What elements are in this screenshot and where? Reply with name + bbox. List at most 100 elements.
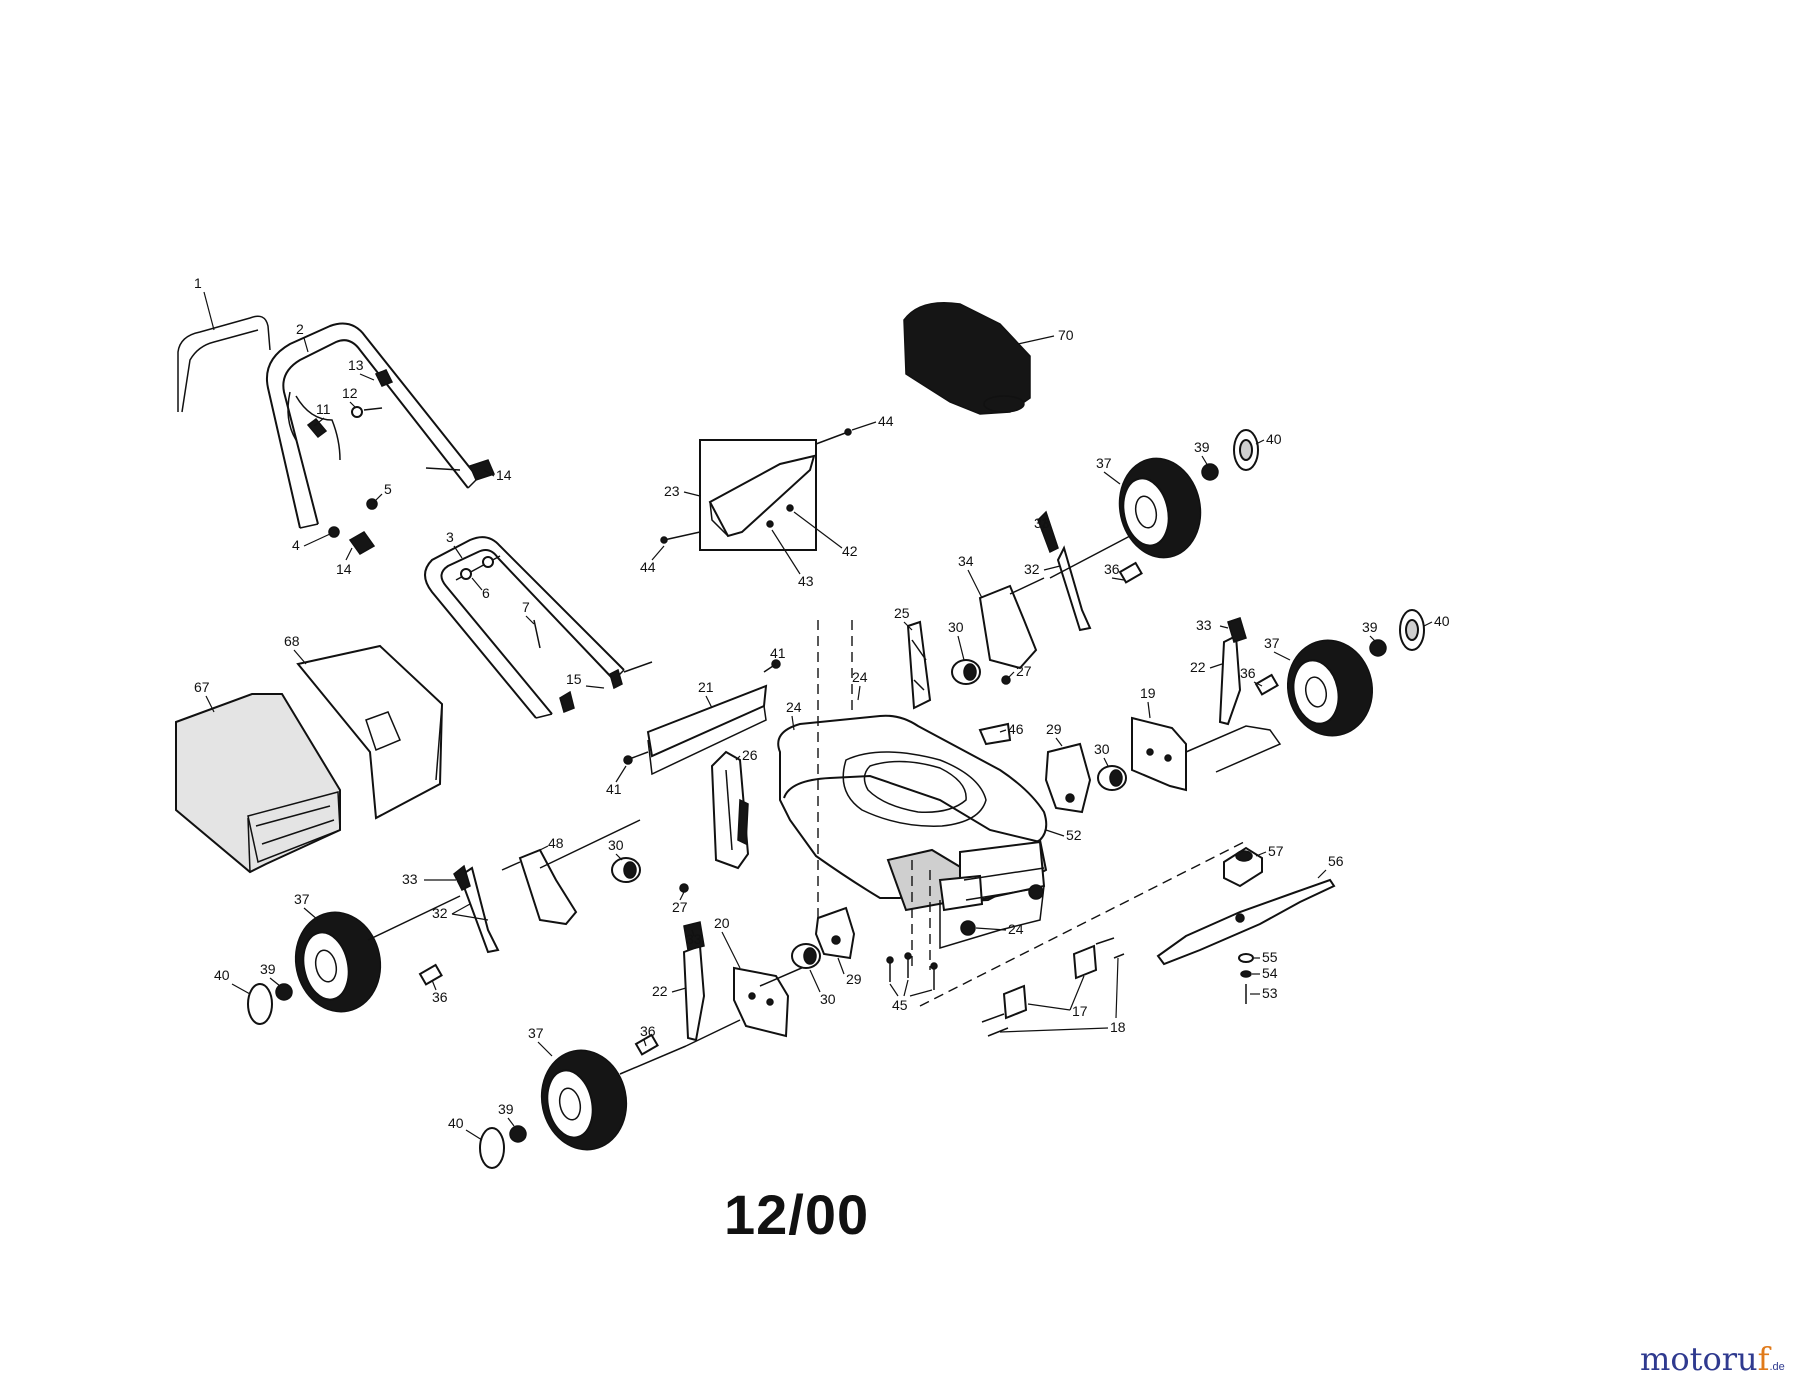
- label-52: 52: [1066, 827, 1082, 843]
- part-46: [978, 722, 1012, 746]
- front-right-lever-22: [1218, 617, 1247, 726]
- label-67: 67: [194, 679, 210, 695]
- label-55: 55: [1262, 949, 1278, 965]
- height-plate-29-a: [1044, 742, 1092, 814]
- label-33a: 33: [1034, 515, 1050, 531]
- label-39b: 39: [1362, 619, 1378, 635]
- label-37b: 37: [1264, 635, 1280, 651]
- side-plate-21: [623, 659, 781, 776]
- label-18: 18: [1110, 1019, 1126, 1035]
- label-45: 45: [892, 997, 908, 1013]
- cap-40-d: [479, 1127, 505, 1169]
- label-54: 54: [1262, 965, 1278, 981]
- blade-56: [1156, 878, 1336, 966]
- label-41b: 41: [606, 781, 622, 797]
- washer-55: [1238, 953, 1254, 963]
- label-39d: 39: [498, 1101, 514, 1117]
- label-29a: 29: [1046, 721, 1062, 737]
- label-53: 53: [1262, 985, 1278, 1001]
- label-41a: 41: [770, 645, 786, 661]
- label-32b: 32: [432, 905, 448, 921]
- label-37d: 37: [528, 1025, 544, 1041]
- label-27a: 27: [1016, 663, 1032, 679]
- label-2: 2: [296, 321, 304, 337]
- label-5: 5: [384, 481, 392, 497]
- label-44a: 44: [878, 413, 894, 429]
- label-24b: 24: [786, 699, 802, 715]
- label-7: 7: [522, 599, 530, 615]
- label-36d: 36: [640, 1023, 656, 1039]
- label-30b: 30: [1094, 741, 1110, 757]
- label-11: 11: [316, 401, 331, 417]
- height-adjuster-26: [710, 750, 750, 870]
- rear-right-wheel-37: [1118, 457, 1202, 559]
- front-left-wheel-37: [540, 1049, 628, 1151]
- label-36c: 36: [432, 989, 448, 1005]
- label-21: 21: [698, 679, 714, 695]
- bolt-36-a: [1118, 561, 1143, 584]
- label-40c: 40: [214, 967, 230, 983]
- logo-part-2: f: [1757, 1340, 1770, 1378]
- label-40b: 40: [1434, 613, 1450, 629]
- label-30a: 30: [948, 619, 964, 635]
- spacer-30-b: [1097, 765, 1127, 791]
- label-43: 43: [798, 573, 814, 589]
- spacer-30-a: [951, 659, 981, 685]
- label-14a: 14: [496, 467, 512, 483]
- label-6: 6: [482, 585, 490, 601]
- label-13: 13: [348, 357, 364, 373]
- label-33b: 33: [1196, 617, 1212, 633]
- label-46: 46: [1008, 721, 1024, 737]
- washer-54: [1240, 970, 1252, 978]
- label-26: 26: [742, 747, 758, 763]
- label-37c: 37: [294, 891, 310, 907]
- label-34: 34: [958, 553, 974, 569]
- label-42: 42: [842, 543, 858, 559]
- date-code: 12/00: [724, 1183, 870, 1246]
- nut-39-b: [1369, 639, 1387, 657]
- bracket-25: [906, 620, 932, 710]
- front-right-wheel-37: [1286, 639, 1374, 737]
- label-22a: 22: [1190, 659, 1206, 675]
- label-23: 23: [664, 483, 680, 499]
- height-plate-29-b: [814, 906, 856, 960]
- label-12: 12: [342, 385, 358, 401]
- label-44b: 44: [640, 559, 656, 575]
- baffle-brackets-17: [1002, 944, 1098, 1020]
- nut-24-c: [960, 920, 976, 936]
- label-27b: 27: [672, 899, 688, 915]
- spacer-30-d: [791, 943, 821, 969]
- label-37a: 37: [1096, 455, 1112, 471]
- label-32a: 32: [1024, 561, 1040, 577]
- label-39c: 39: [260, 961, 276, 977]
- label-33d: 33: [686, 931, 702, 947]
- screws-18: [981, 937, 1125, 1037]
- label-29b: 29: [846, 971, 862, 987]
- label-56: 56: [1328, 853, 1344, 869]
- callout-labels: 1 2 13 12 11 14 5 4 14 3 6 7 15 68 67 70…: [194, 275, 1450, 1141]
- label-4: 4: [292, 537, 300, 553]
- lower-handle-assembly: [424, 536, 653, 719]
- label-25: 25: [894, 605, 910, 621]
- label-39a: 39: [1194, 439, 1210, 455]
- blade-adapter-57: [1223, 846, 1263, 888]
- label-40a: 40: [1266, 431, 1282, 447]
- logo-suffix: .de: [1769, 1361, 1785, 1373]
- grass-bag-frame-68: [296, 644, 444, 820]
- rear-left-wheel-37: [294, 911, 382, 1013]
- label-24a: 24: [852, 669, 868, 685]
- nut-24-d: [1028, 884, 1044, 900]
- bolts-45: [886, 952, 938, 990]
- mower-deck: [777, 620, 1048, 970]
- label-20: 20: [714, 915, 730, 931]
- label-70: 70: [1058, 327, 1074, 343]
- label-1: 1: [194, 275, 202, 291]
- spacer-30-c: [611, 857, 641, 883]
- label-24c: 24: [1008, 921, 1024, 937]
- nut-39-d: [509, 1125, 527, 1143]
- watermark-logo: motoruf.de: [1640, 1340, 1785, 1378]
- label-15: 15: [566, 671, 582, 687]
- label-68: 68: [284, 633, 300, 649]
